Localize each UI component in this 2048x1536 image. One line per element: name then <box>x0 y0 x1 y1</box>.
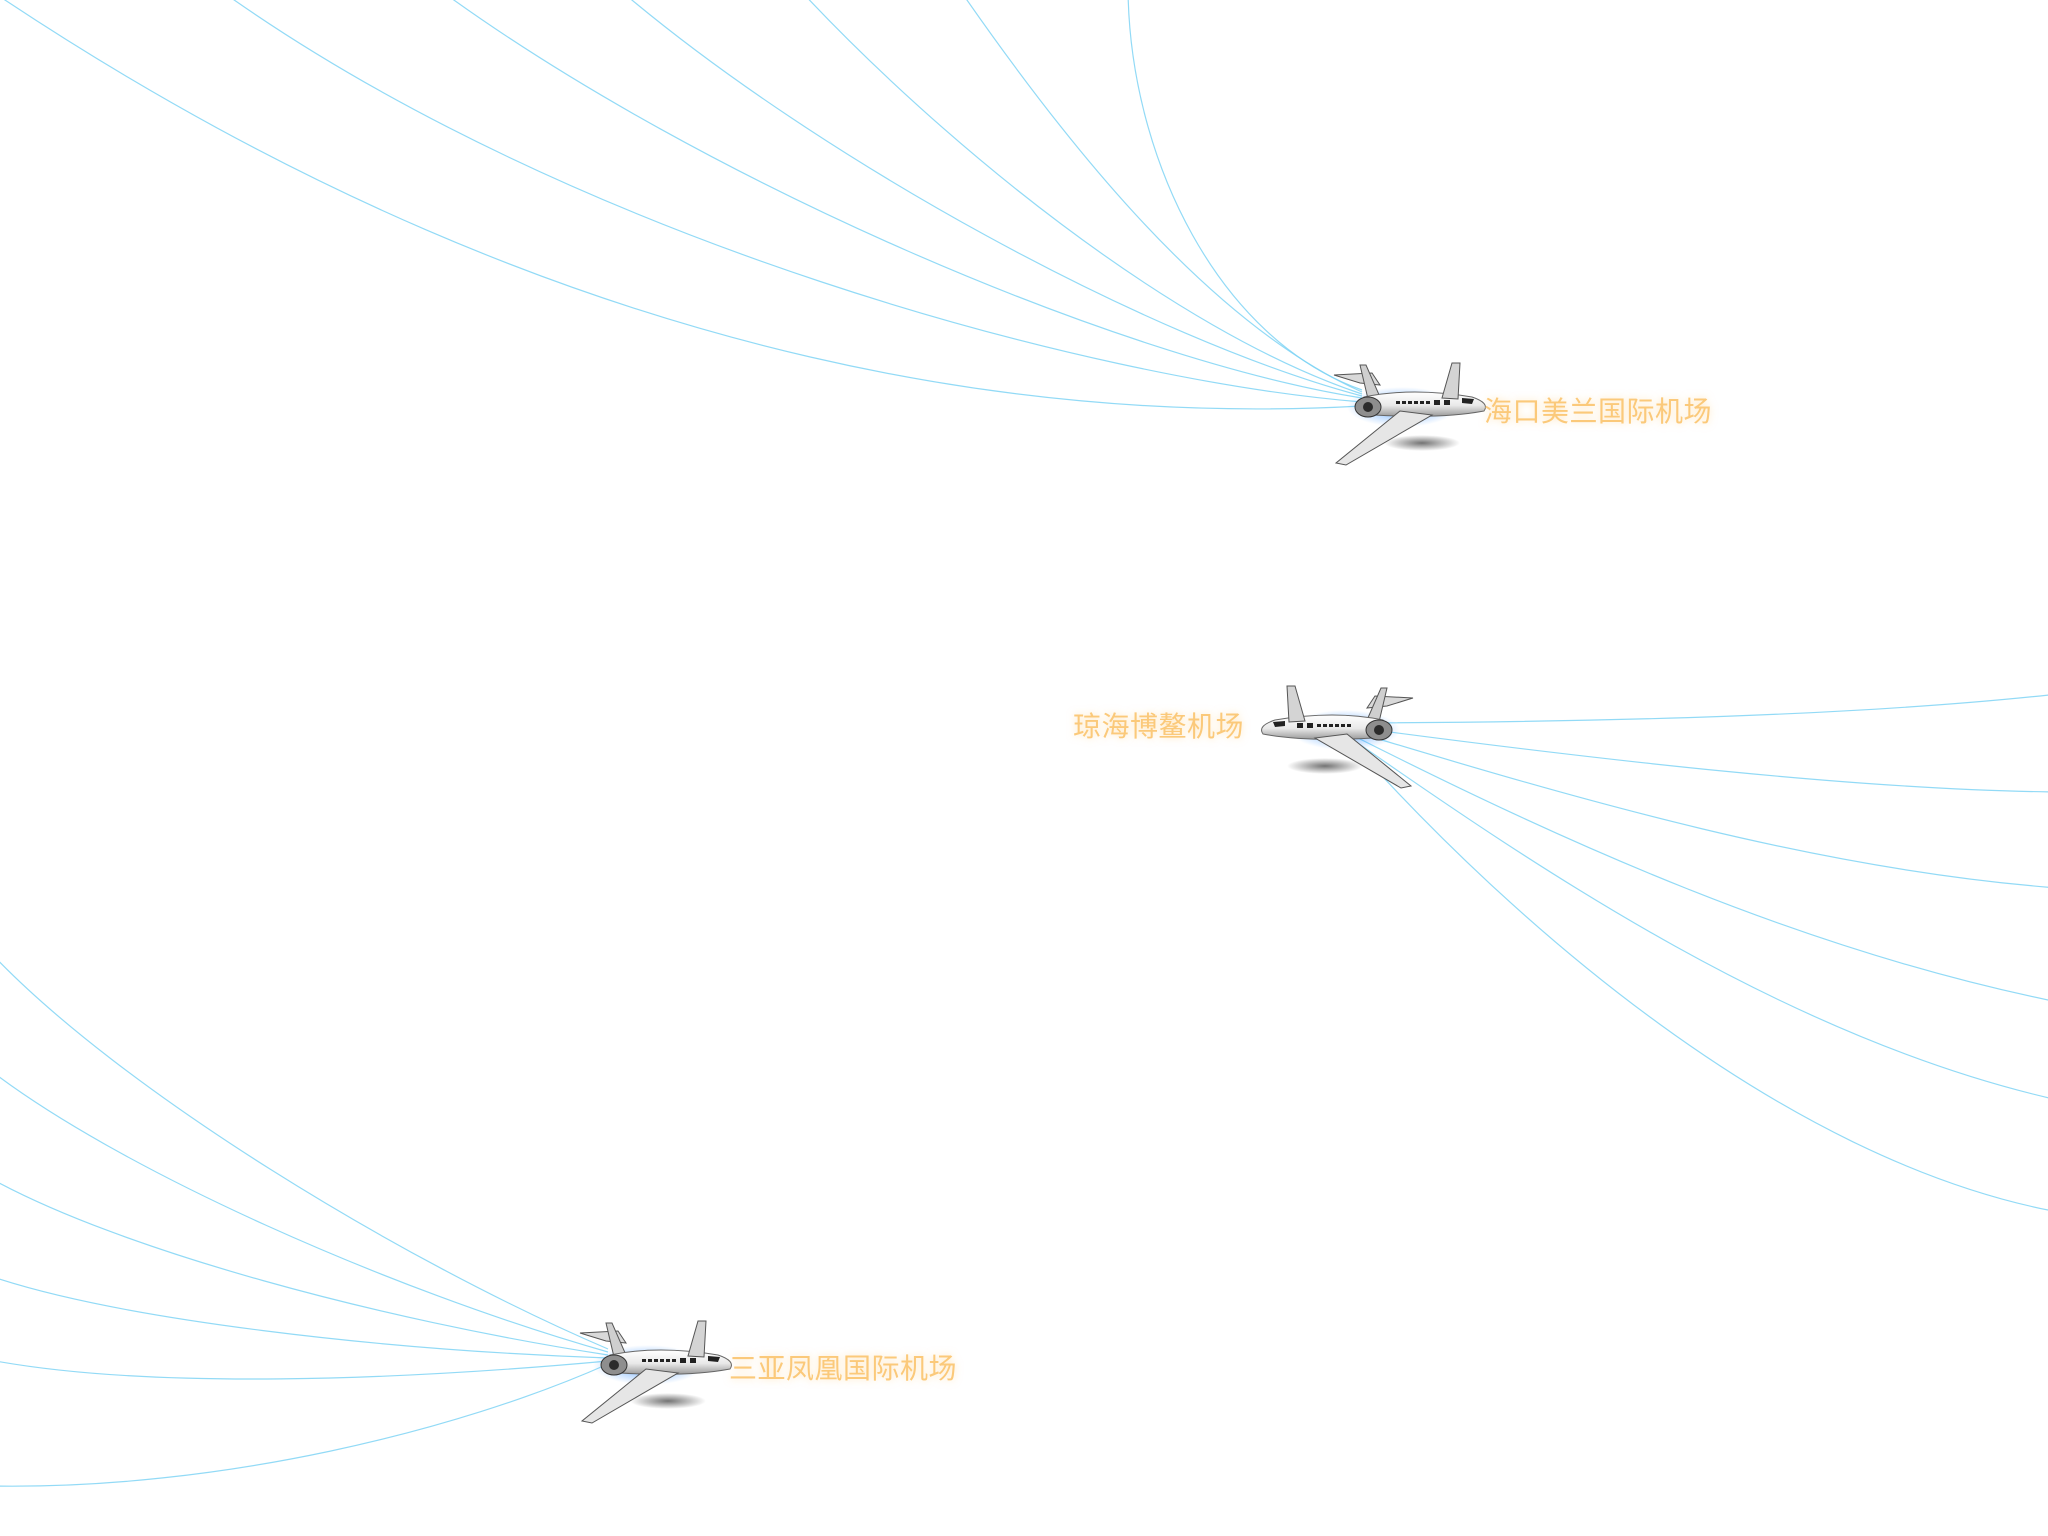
airport-marker-sanya[interactable] <box>548 1303 748 1433</box>
airport-marker-boao[interactable] <box>1245 668 1445 798</box>
route-line <box>966 0 1363 393</box>
airport-marker-haikou[interactable] <box>1302 345 1502 475</box>
route-line <box>0 1182 609 1356</box>
airport-label-haikou: 海口美兰国际机场 <box>1484 395 1713 428</box>
routes-haikou <box>4 0 1363 410</box>
route-line <box>233 0 1363 403</box>
airplane-icon <box>1333 362 1486 466</box>
airport-label-boao: 琼海博鳌机场 <box>1073 710 1245 743</box>
routes-boao <box>1351 694 2048 1211</box>
route-line <box>4 0 1363 410</box>
route-line <box>452 0 1363 399</box>
route-line <box>1351 694 2048 724</box>
route-line <box>1351 738 2048 1099</box>
route-line <box>1351 742 2048 1211</box>
route-line <box>1351 730 2048 888</box>
route-line <box>808 0 1363 395</box>
routes-sanya <box>0 961 609 1487</box>
route-line <box>0 1363 609 1487</box>
route-line <box>0 961 609 1350</box>
airport-label-sanya: 三亚凤凰国际机场 <box>729 1352 958 1385</box>
route-line <box>0 1076 609 1353</box>
airplane-icon <box>579 1320 732 1424</box>
route-line <box>1351 734 2048 1001</box>
airplane-icon <box>1261 685 1414 789</box>
route-line <box>631 0 1363 397</box>
route-line <box>0 1278 609 1359</box>
route-line <box>1351 726 2048 793</box>
route-line <box>0 1360 609 1380</box>
route-line <box>1127 0 1363 391</box>
